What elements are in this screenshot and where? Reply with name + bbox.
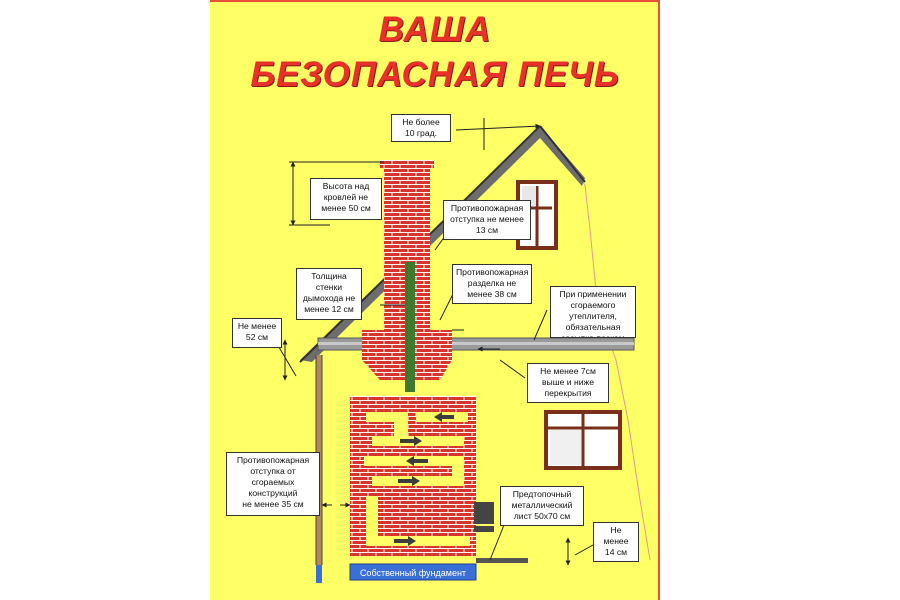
- label-floor-min: Не менее 14 см: [593, 522, 639, 562]
- label-ceiling-min: Не менее 52 см: [232, 318, 282, 348]
- foundation-label: Собственный фундамент: [359, 568, 467, 578]
- label-wall-offset: Противопожарная отступка от сгораемых ко…: [226, 452, 320, 516]
- stove-door: [474, 502, 494, 524]
- label-chimney-height: Высота над кровлей не менее 50 см: [310, 178, 382, 220]
- ash-door: [474, 526, 494, 532]
- arrow-left-icon: [406, 456, 428, 466]
- metal-sheet: [476, 558, 528, 563]
- foundation: [349, 563, 477, 581]
- label-roof-angle: Не более 10 град.: [391, 114, 451, 142]
- label-chimney-offset: Противопожарная отступка не менее 13 см: [443, 200, 531, 240]
- label-metal-sheet: Предтопочный металлический лист 50х70 см: [500, 486, 584, 526]
- dimension-lines: [282, 118, 571, 566]
- poster-border-right: [658, 0, 660, 600]
- label-chimney-wall: Толщина стенки дымохода не менее 12 см: [296, 268, 362, 320]
- title-line-2: БЕЗОПАСНАЯ ПЕЧЬ: [250, 55, 620, 94]
- chimney: [362, 160, 452, 392]
- label-fire-cut: Противопожарная разделка не менее 38 см: [452, 264, 532, 304]
- poster-border-top: [210, 0, 660, 2]
- title-line-1: ВАША: [378, 10, 492, 49]
- label-insulation: При применении сгораемого утеплителя, об…: [550, 286, 636, 338]
- arrow-right-icon: [400, 436, 422, 446]
- stove-body: [350, 396, 476, 556]
- arrow-right-icon: [398, 476, 420, 486]
- airflow-arrows: [394, 412, 454, 546]
- arrow-right-icon: [394, 536, 416, 546]
- arrow-left-icon: [434, 412, 454, 422]
- house-window: [544, 410, 622, 470]
- wall-foundation: [316, 565, 322, 583]
- label-ceiling-7cm: Не менее 7см выше и ниже перекрытия: [527, 363, 609, 403]
